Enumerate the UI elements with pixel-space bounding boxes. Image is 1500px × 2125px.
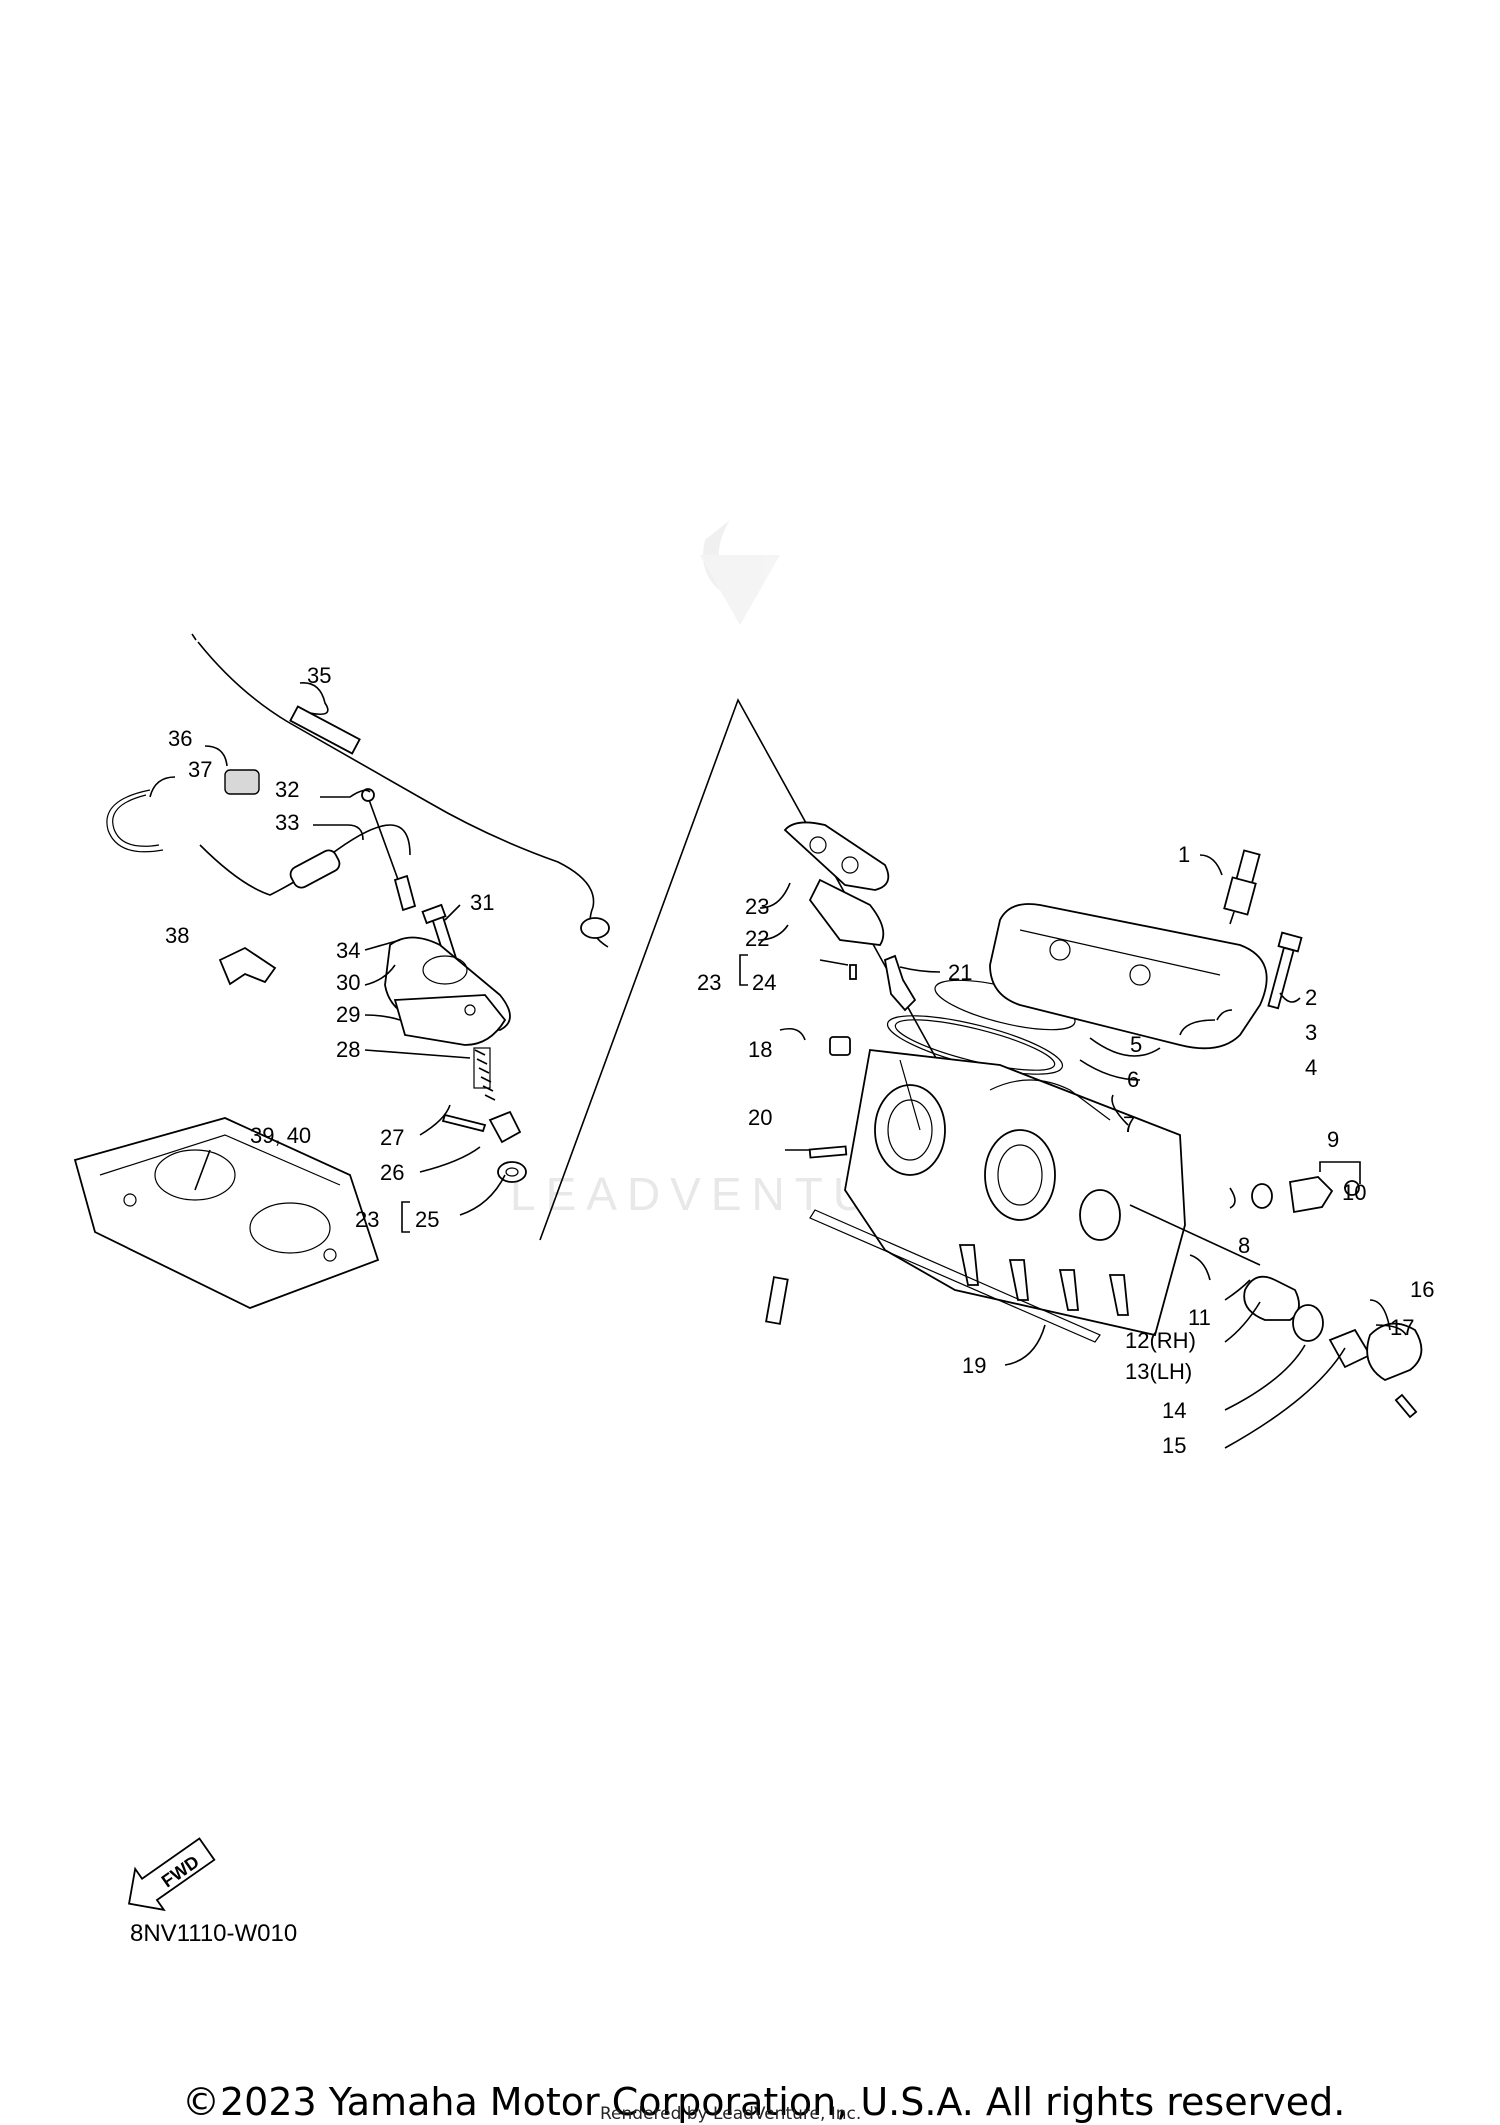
bracket-mark-25: [401, 1201, 410, 1233]
callout-28: 28: [336, 1037, 360, 1062]
callout-39-40: 39, 40: [250, 1123, 311, 1148]
callout-23-left: 23: [355, 1207, 379, 1232]
callout-37: 37: [188, 757, 212, 782]
drawing-code: 8NV1110-W010: [130, 1920, 298, 1947]
callout-23-mid: 23: [697, 970, 721, 995]
cover-plate: [783, 821, 890, 891]
sensor: [883, 954, 917, 1012]
watermark-logo: [700, 520, 780, 625]
bracket: [218, 946, 277, 986]
callout-27: 27: [380, 1125, 404, 1150]
callout-20: 20: [748, 1105, 772, 1130]
spark-plug: [1223, 849, 1261, 925]
stud: [808, 1145, 848, 1159]
callout-35: 35: [307, 663, 331, 688]
callout-13: 13(LH): [1125, 1359, 1192, 1384]
throttle-housing: [384, 936, 511, 1046]
callout-29: 29: [336, 1002, 360, 1027]
band-clip: [106, 789, 164, 853]
callout-1: 1: [1178, 842, 1190, 867]
callout-17: 17: [1390, 1315, 1414, 1340]
leader-lines: [149, 682, 1407, 1449]
callout-8: 8: [1238, 1233, 1250, 1258]
spring: [473, 1047, 496, 1101]
callout-3: 3: [1305, 1020, 1317, 1045]
cable-holder: [224, 769, 260, 795]
callout-30: 30: [336, 970, 360, 995]
callout-4: 4: [1305, 1055, 1317, 1080]
callout-2: 2: [1305, 985, 1317, 1010]
divider-line: [539, 698, 1021, 1241]
long-studs: [765, 1276, 789, 1325]
fwd-arrow-icon: FWD: [127, 1837, 216, 1912]
rendered-by-credit: Rendered by LeadVenture, Inc.: [600, 2104, 862, 2124]
callout-36: 36: [168, 726, 192, 751]
callout-23-top: 23: [745, 894, 769, 919]
callout-22: 22: [745, 926, 769, 951]
pin: [849, 964, 857, 980]
gasket-sheet: [73, 1117, 380, 1309]
callout-9: 9: [1327, 1127, 1339, 1152]
washer: [497, 1161, 527, 1183]
sensor-seal: [1251, 1183, 1273, 1209]
callout-31: 31: [470, 890, 494, 915]
throttle-cable: [191, 633, 610, 948]
gasket-plate: [808, 878, 885, 946]
callout-26: 26: [380, 1160, 404, 1185]
adjuster-bolt: [361, 788, 417, 912]
callout-33: 33: [275, 810, 299, 835]
choke-cable: [199, 824, 411, 896]
callout-16: 16: [1410, 1277, 1434, 1302]
bolt-17: [1394, 1393, 1418, 1419]
lever: [488, 1110, 522, 1144]
nut: [829, 1036, 851, 1056]
callout-18: 18: [748, 1037, 772, 1062]
nut-10: [1344, 1180, 1360, 1196]
callout-6: 6: [1127, 1067, 1139, 1092]
temperature-sensor: [1288, 1176, 1334, 1214]
rod: [1129, 1204, 1261, 1266]
callout-7: 7: [1123, 1112, 1135, 1137]
cylinder-block: [844, 1049, 1186, 1337]
bracket-mark-24: [739, 954, 748, 986]
base-gasket: [809, 1209, 1101, 1343]
callout-10: 10: [1342, 1180, 1366, 1205]
callout-19: 19: [962, 1353, 986, 1378]
callout-12: 12(RH): [1125, 1328, 1196, 1353]
anode: [1243, 1275, 1300, 1321]
bolt-27: [441, 1113, 487, 1133]
copyright-notice: ©2023 Yamaha Motor Corporation, U.S.A. A…: [182, 2080, 1346, 2124]
callout-21: 21: [948, 960, 972, 985]
end-cover: [1366, 1322, 1423, 1382]
callout-11: 11: [1188, 1305, 1211, 1330]
head-bolt: [1267, 931, 1303, 1010]
callout-34: 34: [336, 938, 360, 963]
callout-5: 5: [1130, 1032, 1142, 1057]
callout-38: 38: [165, 923, 189, 948]
o-ring-14: [1292, 1304, 1324, 1342]
cylinder-head-cover: [989, 903, 1268, 1050]
callout-15: 15: [1162, 1433, 1186, 1458]
callout-24: 24: [752, 970, 776, 995]
callout-32: 32: [275, 777, 299, 802]
callout-25: 25: [415, 1207, 439, 1232]
callout-14: 14: [1162, 1398, 1186, 1423]
